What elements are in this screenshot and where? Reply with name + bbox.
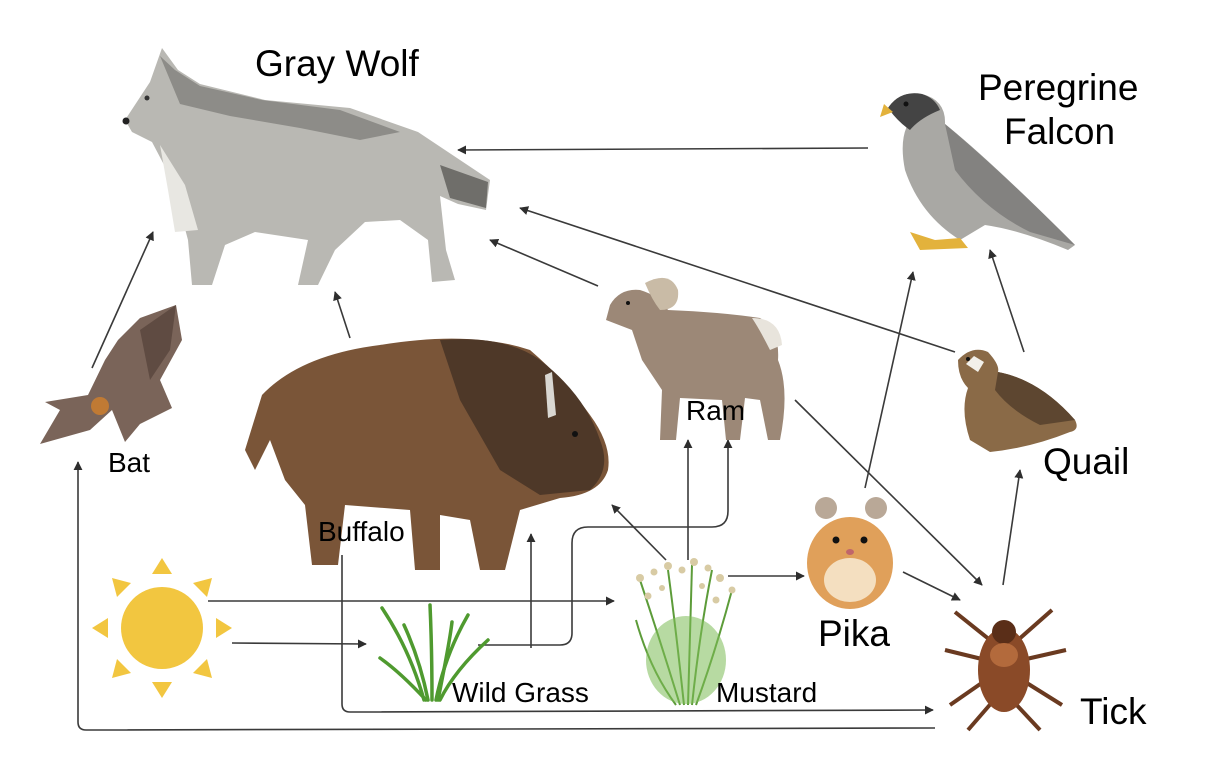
label-peregrine-line2: Falcon (1004, 111, 1115, 152)
arrow-quail-to-wolf (519, 206, 956, 353)
label-peregrine-line1: Peregrine (978, 67, 1138, 108)
wild-grass-icon (378, 603, 490, 702)
label-bat: Bat (108, 447, 150, 478)
arrow-tick-to-quail (1002, 469, 1024, 586)
arrow-pika-to-falcon (864, 271, 916, 489)
ram-icon (606, 277, 785, 440)
label-wild-grass: Wild Grass (452, 677, 589, 708)
arrow-quail-to-falcon (988, 249, 1025, 353)
arrow-tick-to-bat (73, 461, 936, 731)
arrow-buffalo-to-tick (341, 555, 934, 715)
label-mustard: Mustard (716, 677, 817, 708)
buffalo-icon (245, 338, 609, 570)
label-tick: Tick (1080, 691, 1147, 732)
tick-body-icon (978, 620, 1030, 712)
arrow-ram-to-wolf (489, 239, 599, 287)
arrow-bat-to-wolf (91, 231, 154, 369)
sun-icon (92, 558, 232, 698)
gray-wolf-icon (122, 48, 490, 285)
arrow-wildgrass-to-ram (478, 439, 733, 646)
arrow-ram-to-tick (794, 399, 983, 586)
arrow-falcon-to-wolf (457, 145, 869, 155)
label-gray-wolf: Gray Wolf (255, 43, 420, 84)
bat-icon (40, 305, 182, 444)
arrow-sun-to-wildgrass (231, 639, 367, 649)
arrow-mustard-to-buffalo (611, 504, 667, 561)
label-quail: Quail (1043, 441, 1129, 482)
peregrine-falcon-icon (880, 93, 1075, 250)
energy-flow-arrows (73, 145, 1025, 731)
mustard-icon (635, 558, 736, 706)
label-ram: Ram (686, 395, 745, 426)
arrow-pika-to-tick (902, 571, 961, 601)
quail-icon (958, 349, 1077, 452)
arrow-buffalo-to-wolf (333, 291, 351, 339)
pika-icon (807, 497, 893, 609)
label-pika: Pika (818, 613, 890, 654)
label-buffalo: Buffalo (318, 516, 405, 547)
